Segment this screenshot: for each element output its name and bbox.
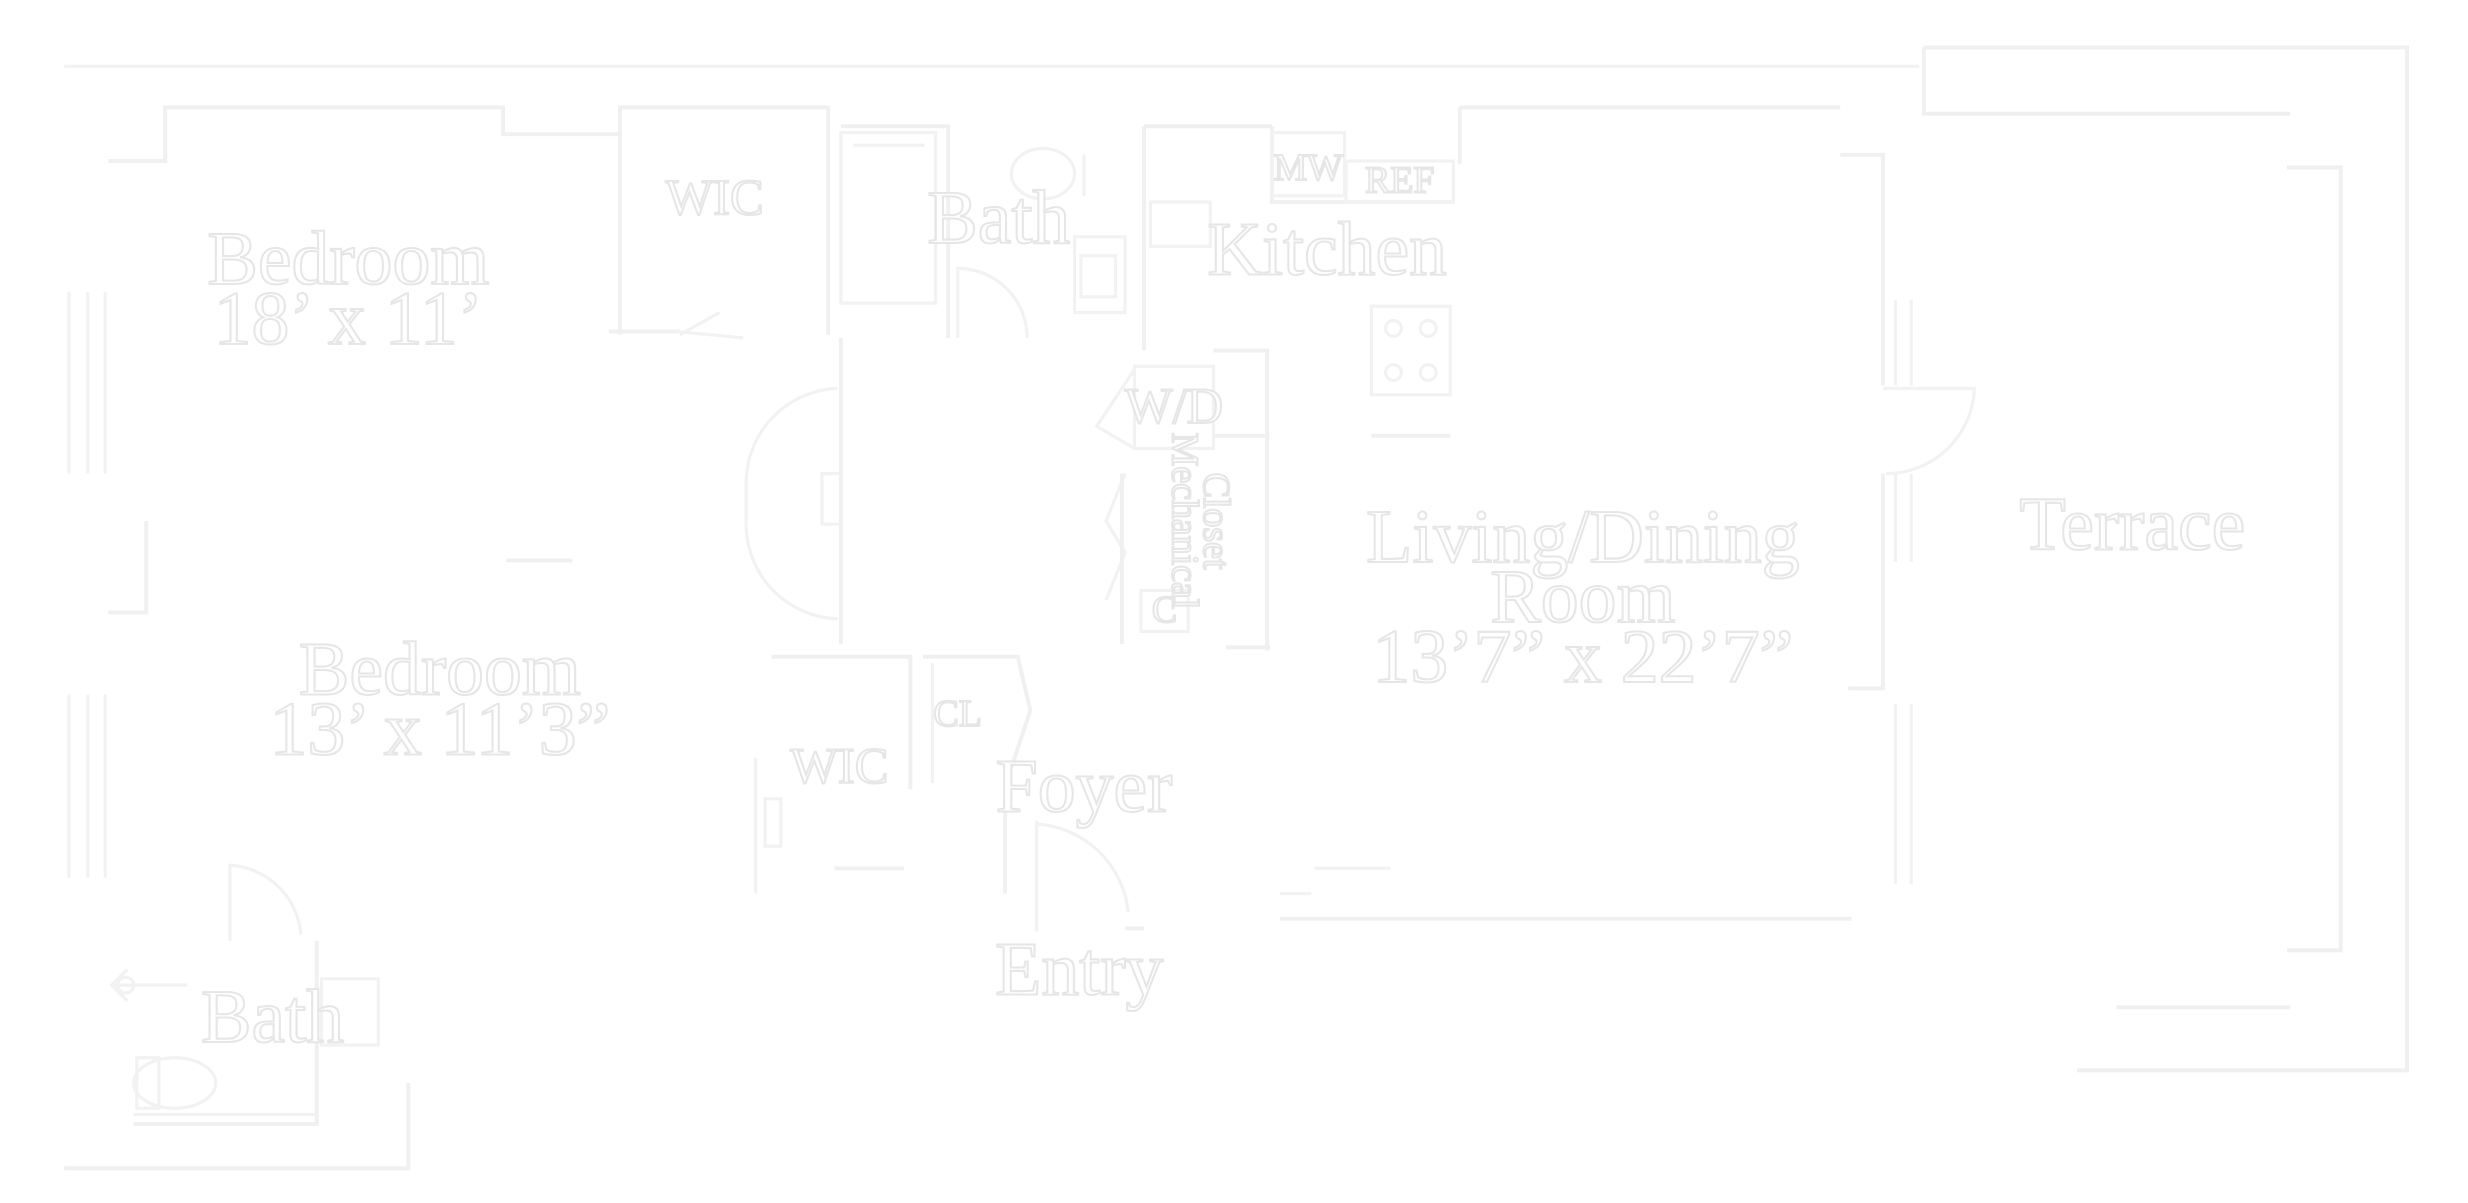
bedroom-2-name: Bedroom (299, 628, 581, 712)
kitchen-label: Kitchen (1207, 208, 1447, 292)
bath-1-label: Bath (927, 176, 1070, 260)
wic-2-label: WIC (790, 738, 888, 794)
closet-label: CL (934, 693, 982, 735)
washer-dryer-label: W/D (1125, 378, 1223, 434)
mechanical-unit-label: C (1152, 589, 1177, 631)
walls (64, 45, 2409, 1171)
living-room-name-line1: Living/Dining (1366, 495, 1800, 579)
mechanical-closet-label-line1: Mechanical (1163, 433, 1205, 610)
microwave-label: MW (1273, 147, 1343, 189)
bedroom-1-name: Bedroom (207, 217, 489, 301)
terrace-label: Terrace (2019, 482, 2245, 566)
bedroom-2-size: 13’ x 11’3” (269, 688, 610, 772)
bedroom-1-size: 18’ x 11’ (214, 277, 483, 361)
living-room-name-line2: Room (1490, 555, 1675, 639)
foyer-label: Foyer (996, 744, 1173, 828)
mechanical-closet-label-line2: Closet (1195, 473, 1237, 570)
fridge-label: REF (1365, 160, 1434, 202)
fixture-labels: WIC WIC CL W/D Mechanical Closet C MW RE… (664, 146, 1435, 795)
room-labels: Bedroom 18’ x 11’ Bedroom 13’ x 11’3” Li… (200, 175, 2246, 1060)
entry-label: Entry (995, 928, 1163, 1012)
bath-2-label: Bath (201, 975, 344, 1059)
wic-1-label: WIC (666, 170, 764, 226)
living-room-size: 13’7” x 22’7” (1373, 615, 1794, 699)
